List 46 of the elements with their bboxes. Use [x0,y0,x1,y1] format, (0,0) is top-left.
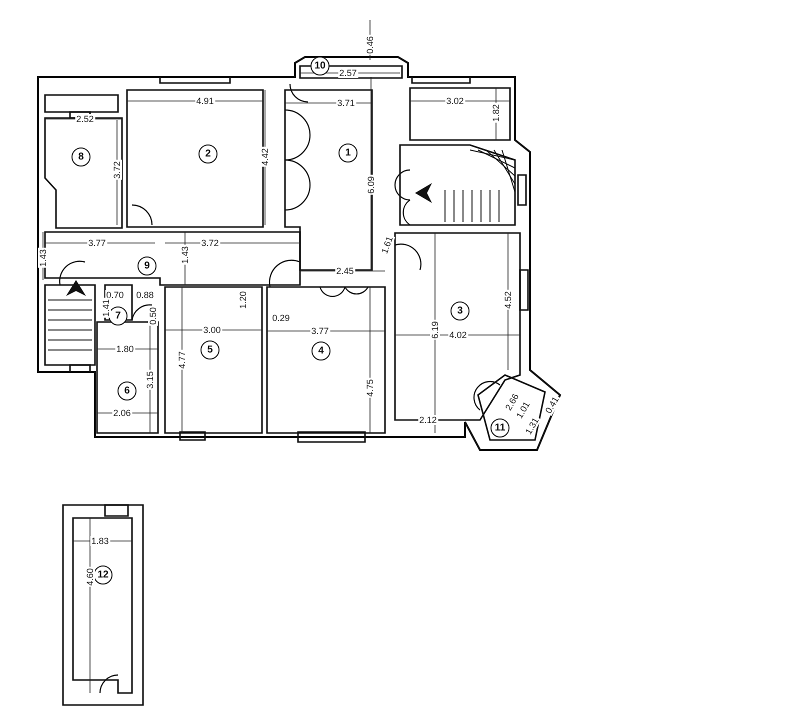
room-number: 5 [200,340,220,360]
room-number: 1 [338,144,358,162]
dimension-label: 2.52 [75,114,95,124]
dimension-label: 2.12 [418,415,438,425]
dimension-label: 4.52 [503,290,513,310]
dimension-label: 3.02 [445,96,465,106]
dimension-label: 6.19 [430,320,440,340]
room-number: 10 [310,56,330,76]
dimension-label: 1.61 [378,234,396,256]
room-number: 6 [118,382,136,400]
dimension-label: 2.06 [112,408,132,418]
dimension-label: 3.72 [112,160,122,180]
room-number: 9 [138,256,156,276]
dimension-label: 3.15 [145,370,155,390]
dimension-label: 4.42 [260,147,270,167]
room-number: 4 [312,342,330,360]
dimension-label: 3.77 [310,326,330,336]
dimension-label: 4.75 [365,378,375,398]
dimension-label: 1.80 [115,344,135,354]
dimension-label: 1.83 [90,536,110,546]
dimension-label: 6.09 [366,175,376,195]
room-number: 11 [490,418,510,438]
room-number: 12 [94,566,112,584]
dimension-label: 4.77 [177,350,187,370]
room-number: 8 [72,148,90,166]
dimension-label: 3.72 [200,238,220,248]
dimension-label: 1.43 [38,248,48,268]
dimension-label: 4.91 [195,96,215,106]
dimension-label: 0.46 [365,35,375,55]
dimension-label: 0.50 [148,306,158,326]
dimension-label: 1.82 [491,103,501,123]
dimension-label: 1.20 [238,290,248,310]
dimension-label: 2.45 [335,266,355,276]
dimension-label: 3.77 [87,238,107,248]
dimension-label: 4.60 [85,567,95,587]
dimension-label: 0.70 [105,290,125,300]
dimension-label: 4.02 [448,330,468,340]
dimension-label: 2.57 [338,68,358,78]
dimension-label: 0.29 [271,313,291,323]
dimension-label: 1.43 [180,245,190,265]
dimension-label: 0.88 [135,290,155,300]
dimension-label: 1.41 [101,298,111,318]
room-number: 3 [450,302,470,320]
room-number: 2 [198,144,218,164]
dimension-label: 3.00 [202,325,222,335]
dimension-label: 3.71 [336,98,356,108]
